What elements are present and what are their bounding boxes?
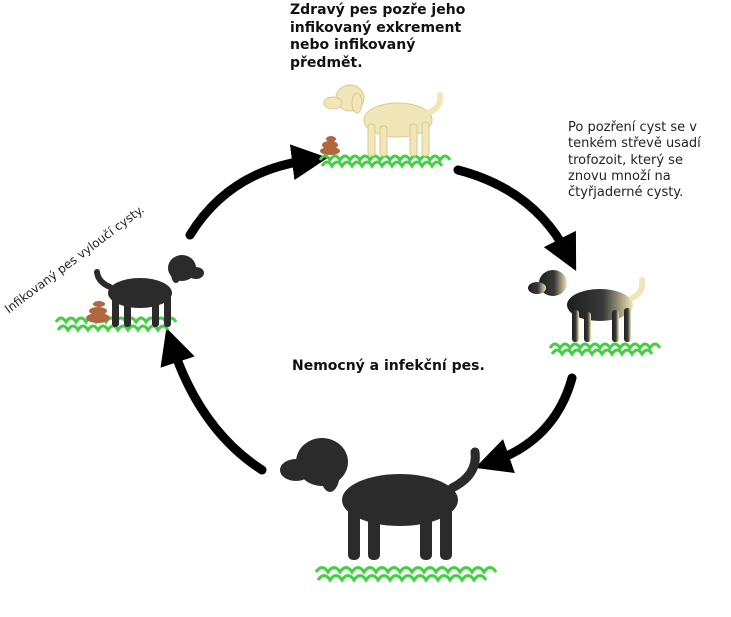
infected-dog-scene: [528, 270, 662, 357]
grass-patch: [314, 566, 498, 583]
arrow-top-left: [185, 144, 328, 240]
arrow-bottom-left: [160, 327, 267, 475]
dog-icon-infected: [528, 270, 646, 342]
grass-patch: [548, 342, 662, 357]
caption-sick-dog: Nemocný a infekční pes.: [292, 358, 485, 374]
excreting-dog-scene: [54, 255, 204, 333]
caption-trophozoite: Po pozření cyst se v tenkém střevě usadí…: [568, 120, 701, 200]
healthy-dog-scene: [318, 84, 452, 169]
feces-icon: [86, 301, 110, 323]
caption-healthy-dog: Zdravý pes pozře jeho infikovaný exkreme…: [290, 2, 466, 71]
arrow-top-right: [453, 165, 577, 272]
dog-icon-infected-left: [94, 255, 204, 327]
feces-icon: [320, 136, 340, 155]
grass-patch: [318, 154, 452, 169]
dog-icon-healthy: [323, 84, 444, 157]
dog-icon-sick: [280, 438, 480, 560]
arrow-bottom-right: [475, 373, 577, 474]
sick-dog-scene: [280, 438, 498, 583]
